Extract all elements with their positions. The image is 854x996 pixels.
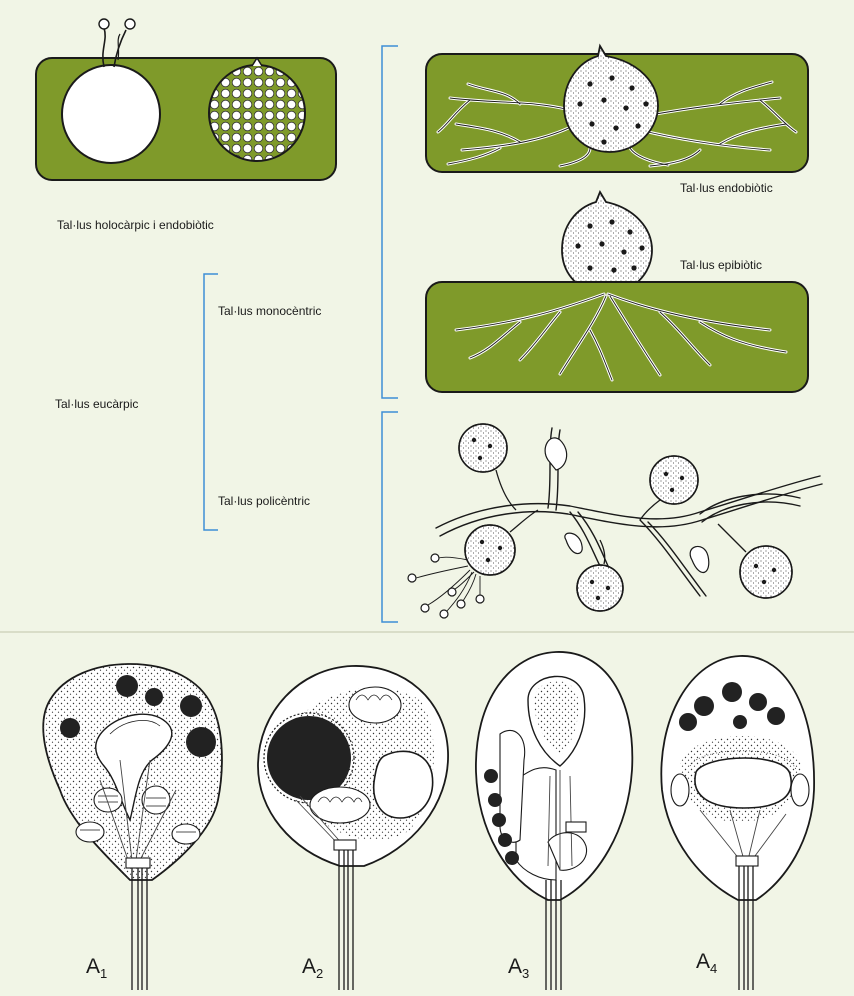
zoospore-a2 <box>257 665 449 990</box>
label-policentric: Tal·lus policèntric <box>218 494 311 508</box>
label-monocentric: Tal·lus monocèntric <box>218 304 322 318</box>
zoospore-a3 <box>475 651 634 990</box>
label-epibiotic: Tal·lus epibiòtic <box>680 258 763 272</box>
label-a1: A1 <box>86 955 108 982</box>
label-endobiotic: Tal·lus endobiòtic <box>680 181 773 195</box>
label-a2: A2 <box>302 955 324 982</box>
epibiotic-host-cell <box>425 189 809 393</box>
label-a3: A3 <box>508 955 530 982</box>
endobiotic-host-cell <box>425 43 809 173</box>
label-a4: A4 <box>696 950 718 977</box>
bracket-eucarpic <box>203 273 218 531</box>
policentric-thallus <box>407 423 823 619</box>
bracket-monocentric <box>381 45 398 399</box>
zoospore-a1 <box>42 663 223 990</box>
zoospore-a4 <box>660 655 815 990</box>
label-holocarpic: Tal·lus holocàrpic i endobiòtic <box>57 218 214 232</box>
label-eucarpic: Tal·lus eucàrpic <box>55 397 139 411</box>
bracket-policentric <box>381 411 398 623</box>
holocarpic-host-cell <box>35 18 337 181</box>
